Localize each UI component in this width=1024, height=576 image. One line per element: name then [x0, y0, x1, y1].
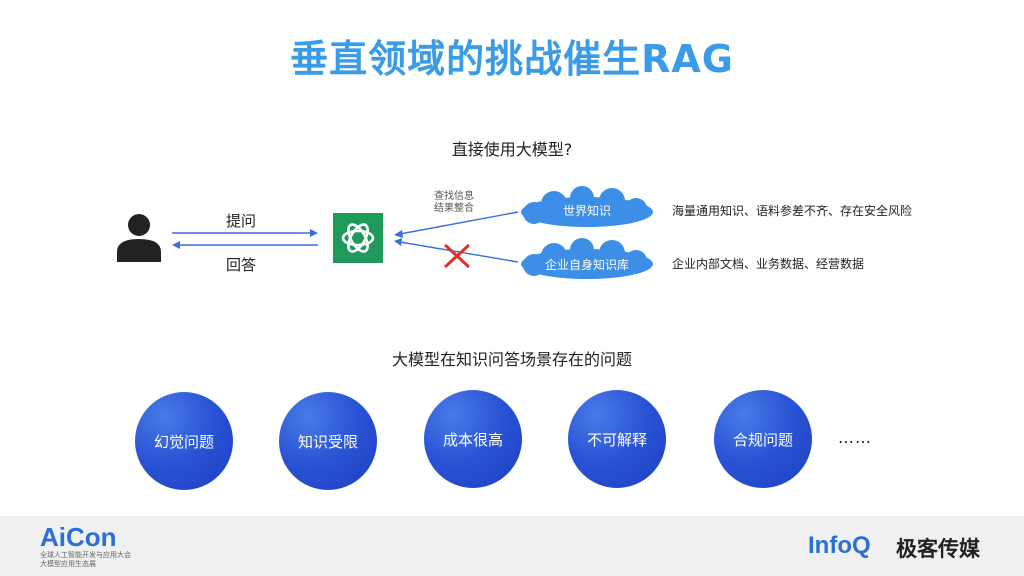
- enterprise-knowledge-arrow: [399, 241, 519, 263]
- cloud-world-knowledge: 世界知识: [514, 186, 660, 232]
- aicon-subtitle: 全球人工智能开发与应用大会 大模型应用生态展: [40, 551, 131, 569]
- ask-label: 提问: [226, 212, 257, 230]
- problem-label: 知识受限: [297, 432, 358, 451]
- retrieval-label-line2: 结果整合: [434, 203, 474, 214]
- more-problems-ellipsis: ……: [838, 428, 872, 447]
- problem-label: 幻觉问题: [153, 432, 214, 451]
- world-knowledge-description: 海量通用知识、语料参差不齐、存在安全风险: [672, 204, 913, 218]
- retrieval-label-line1: 查找信息: [434, 191, 474, 202]
- subheading-direct-use: 直接使用大模型?: [451, 140, 573, 159]
- cloud-label: 世界知识: [562, 204, 611, 218]
- retrieval-arrows: [394, 211, 519, 263]
- problem-label: 合规问题: [732, 430, 793, 449]
- problem-circle-cost: 成本很高: [424, 390, 522, 488]
- problem-circle-knowledge-limit: 知识受限: [279, 392, 377, 490]
- openai-logo-icon: [333, 213, 383, 263]
- footer-bar: [0, 516, 1024, 576]
- aicon-subtitle-line1: 全球人工智能开发与应用大会: [40, 551, 131, 559]
- page-title: 垂直领域的挑战催生RAG: [290, 37, 734, 81]
- cloud-icon: [521, 238, 653, 279]
- problem-label: 不可解释: [586, 430, 647, 449]
- problem-circle-hallucination: 幻觉问题: [135, 392, 233, 490]
- aicon-subtitle-line2: 大模型应用生态展: [40, 560, 96, 568]
- answer-arrow: [172, 241, 318, 249]
- infoq-logo: InfoQ: [808, 532, 871, 559]
- enterprise-knowledge-description: 企业内部文档、业务数据、经营数据: [672, 257, 865, 271]
- red-x-icon: [442, 242, 472, 270]
- geek-media-logo: 极客传媒: [896, 537, 980, 561]
- retrieval-label: 查找信息 结果整合: [424, 191, 484, 215]
- cloud-label: 企业自身知识库: [544, 258, 629, 272]
- aicon-logo: AiCon: [40, 522, 117, 552]
- ask-arrow: [172, 229, 318, 237]
- subheading-problems: 大模型在知识问答场景存在的问题: [391, 350, 632, 369]
- problem-circle-compliance: 合规问题: [714, 390, 812, 488]
- problem-circle-explainability: 不可解释: [568, 390, 666, 488]
- world-knowledge-arrow: [399, 211, 519, 235]
- cloud-enterprise-knowledge: 企业自身知识库: [514, 238, 660, 284]
- problem-label: 成本很高: [442, 430, 503, 449]
- answer-label: 回答: [226, 256, 257, 274]
- person-icon: [114, 212, 164, 262]
- cloud-icon: [521, 186, 653, 227]
